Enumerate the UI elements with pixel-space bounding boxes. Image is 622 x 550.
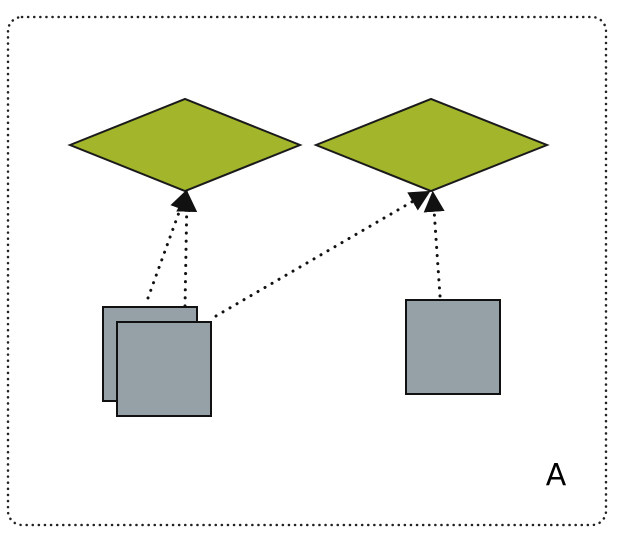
edge-stack-front-to-diamond-left xyxy=(176,190,198,308)
region-border xyxy=(6,15,608,527)
edge-square-right-to-diamond-right xyxy=(423,190,445,298)
square-stack-front[interactable] xyxy=(116,321,212,417)
region-label: A xyxy=(546,458,567,493)
diamond-right[interactable] xyxy=(313,97,550,193)
edge-stack-back-to-diamond-left xyxy=(146,189,191,300)
square-right[interactable] xyxy=(405,299,501,395)
edge-stack-front-to-diamond-right xyxy=(214,190,431,318)
diamond-left[interactable] xyxy=(67,97,303,193)
